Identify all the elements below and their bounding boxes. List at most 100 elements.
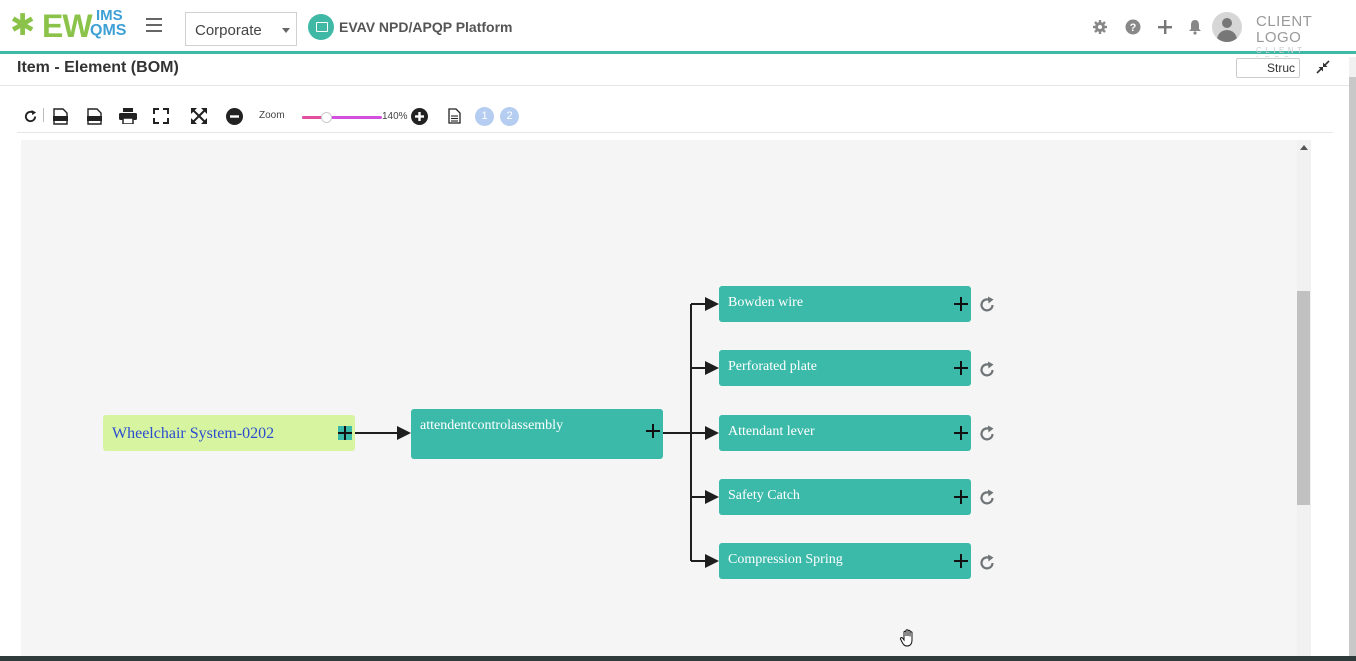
company-select-value: Corporate xyxy=(195,22,262,39)
reload-node-icon[interactable] xyxy=(977,424,997,444)
zoom-label: Zoom xyxy=(259,110,285,121)
expand-plus-icon[interactable] xyxy=(646,424,660,438)
user-avatar[interactable] xyxy=(1212,12,1242,42)
expand-plus-icon[interactable] xyxy=(954,297,968,311)
document-icon xyxy=(447,108,461,124)
scroll-up-arrow-icon[interactable] xyxy=(1300,145,1308,150)
zoom-out-button[interactable] xyxy=(225,105,243,127)
tree-node-root[interactable]: Wheelchair System-0202 xyxy=(103,415,355,451)
bell-icon xyxy=(1189,20,1201,35)
logo-text-ew: EW xyxy=(42,8,93,44)
fullscreen-button[interactable] xyxy=(152,105,170,127)
tree-node-assembly[interactable]: attendentcontrolassembly xyxy=(411,409,663,459)
menu-toggle-button[interactable] xyxy=(146,18,162,34)
monitor-icon xyxy=(308,14,334,40)
client-logo: CLIENT LOGO CLIENT LOGO xyxy=(1256,14,1348,65)
page-scrollbar[interactable] xyxy=(1349,57,1356,661)
struct-button[interactable]: Struc xyxy=(1236,58,1300,78)
plus-icon xyxy=(1158,20,1172,34)
user-head-icon xyxy=(1222,18,1232,28)
chart-toolbar: Zoom 140% 1 2 xyxy=(17,100,1333,133)
fit-arrows-icon xyxy=(191,108,207,124)
reload-node-icon[interactable] xyxy=(977,360,997,380)
fit-to-screen-button[interactable] xyxy=(190,105,208,127)
page-header: Item - Element (BOM) Struc xyxy=(0,57,1356,86)
top-navbar: ✱ EW IMS QMS Corporate EVAV NPD/APQP Pla… xyxy=(0,0,1356,65)
tree-node-child[interactable]: Bowden wire xyxy=(719,286,971,322)
canvas-scrollbar-thumb[interactable] xyxy=(1297,291,1310,505)
document-button[interactable] xyxy=(446,105,462,127)
tree-node-child[interactable]: Perforated plate xyxy=(719,350,971,386)
page-1-button[interactable]: 1 xyxy=(475,107,494,126)
reload-node-icon[interactable] xyxy=(977,295,997,315)
hand-cursor-icon xyxy=(899,629,913,647)
zoom-slider-thumb[interactable] xyxy=(321,112,332,123)
expand-plus-icon[interactable] xyxy=(954,426,968,440)
logo-text-qms: QMS xyxy=(90,22,127,39)
tree-node-label: Wheelchair System-0202 xyxy=(112,425,275,442)
logo-star-icon: ✱ xyxy=(10,8,36,43)
reload-node-icon[interactable] xyxy=(977,488,997,508)
notifications-button[interactable] xyxy=(1184,15,1206,39)
zoom-in-button[interactable] xyxy=(410,105,428,127)
collapse-button[interactable] xyxy=(1316,57,1334,77)
bottom-taskbar-strip xyxy=(0,656,1356,661)
company-select[interactable]: Corporate xyxy=(185,12,297,46)
child-arrow xyxy=(705,361,719,375)
export-svg-button[interactable] xyxy=(52,105,68,127)
tree-node-child[interactable]: Attendant lever xyxy=(719,415,971,451)
refresh-chart-button[interactable] xyxy=(22,105,38,127)
child-arrow xyxy=(705,554,719,568)
zoom-slider[interactable] xyxy=(302,112,382,123)
zoom-slider-fill xyxy=(302,116,326,119)
child-arrow xyxy=(705,297,719,311)
svg-file-icon xyxy=(52,107,68,125)
tree-node-child[interactable]: Safety Catch xyxy=(719,479,971,515)
expand-plus-icon[interactable] xyxy=(954,361,968,375)
hamburger-icon xyxy=(146,18,162,20)
compress-arrows-icon xyxy=(1316,60,1330,74)
svg-text:?: ? xyxy=(1130,22,1137,34)
export-png-button[interactable] xyxy=(86,105,102,127)
root-connector-arrow xyxy=(397,426,411,440)
toolbar-divider xyxy=(43,108,44,122)
page-2-button[interactable]: 2 xyxy=(500,107,519,126)
platform-label: EVAV NPD/APQP Platform xyxy=(339,19,513,35)
expand-plus-icon[interactable] xyxy=(954,490,968,504)
page-title: Item - Element (BOM) xyxy=(17,59,179,76)
client-logo-main: CLIENT LOGO xyxy=(1256,13,1313,46)
tree-node-label: attendentcontrolassembly xyxy=(420,418,564,433)
reload-node-icon[interactable] xyxy=(977,553,997,573)
gear-icon xyxy=(1093,20,1107,34)
help-circle-icon: ? xyxy=(1125,19,1141,35)
tree-node-label: Perforated plate xyxy=(728,359,818,374)
plus-circle-icon xyxy=(410,107,428,125)
page-scrollbar-thumb[interactable] xyxy=(1349,77,1356,657)
expand-plus-icon[interactable] xyxy=(338,426,352,440)
ewqms-logo[interactable]: ✱ EW IMS QMS xyxy=(10,6,132,46)
tree-node-label: Bowden wire xyxy=(728,295,804,310)
tree-connectors xyxy=(355,297,719,568)
print-button[interactable] xyxy=(118,105,138,127)
settings-button[interactable] xyxy=(1089,15,1111,39)
tree-node-label: Compression Spring xyxy=(728,552,843,567)
tree-node-label: Safety Catch xyxy=(728,488,800,503)
caret-down-icon xyxy=(282,28,290,33)
expand-plus-icon[interactable] xyxy=(954,554,968,568)
minus-circle-icon xyxy=(225,107,243,125)
expand-corners-icon xyxy=(153,108,169,124)
zoom-value: 140% xyxy=(382,111,408,122)
logo-text-ims: IMS xyxy=(96,7,123,24)
help-button[interactable]: ? xyxy=(1122,15,1144,39)
add-button[interactable] xyxy=(1154,15,1176,39)
child-arrow xyxy=(705,490,719,504)
png-file-icon xyxy=(86,107,102,125)
canvas-scrollbar[interactable] xyxy=(1297,140,1311,661)
tree-node-child[interactable]: Compression Spring xyxy=(719,543,971,579)
tree-node-label: Attendant lever xyxy=(728,424,815,439)
bom-tree-canvas[interactable]: Wheelchair System-0202 attendentcontrola… xyxy=(21,140,1297,661)
printer-icon xyxy=(119,108,137,124)
child-arrow xyxy=(705,426,719,440)
platform-title[interactable]: EVAV NPD/APQP Platform xyxy=(308,14,512,40)
refresh-icon xyxy=(24,109,36,122)
